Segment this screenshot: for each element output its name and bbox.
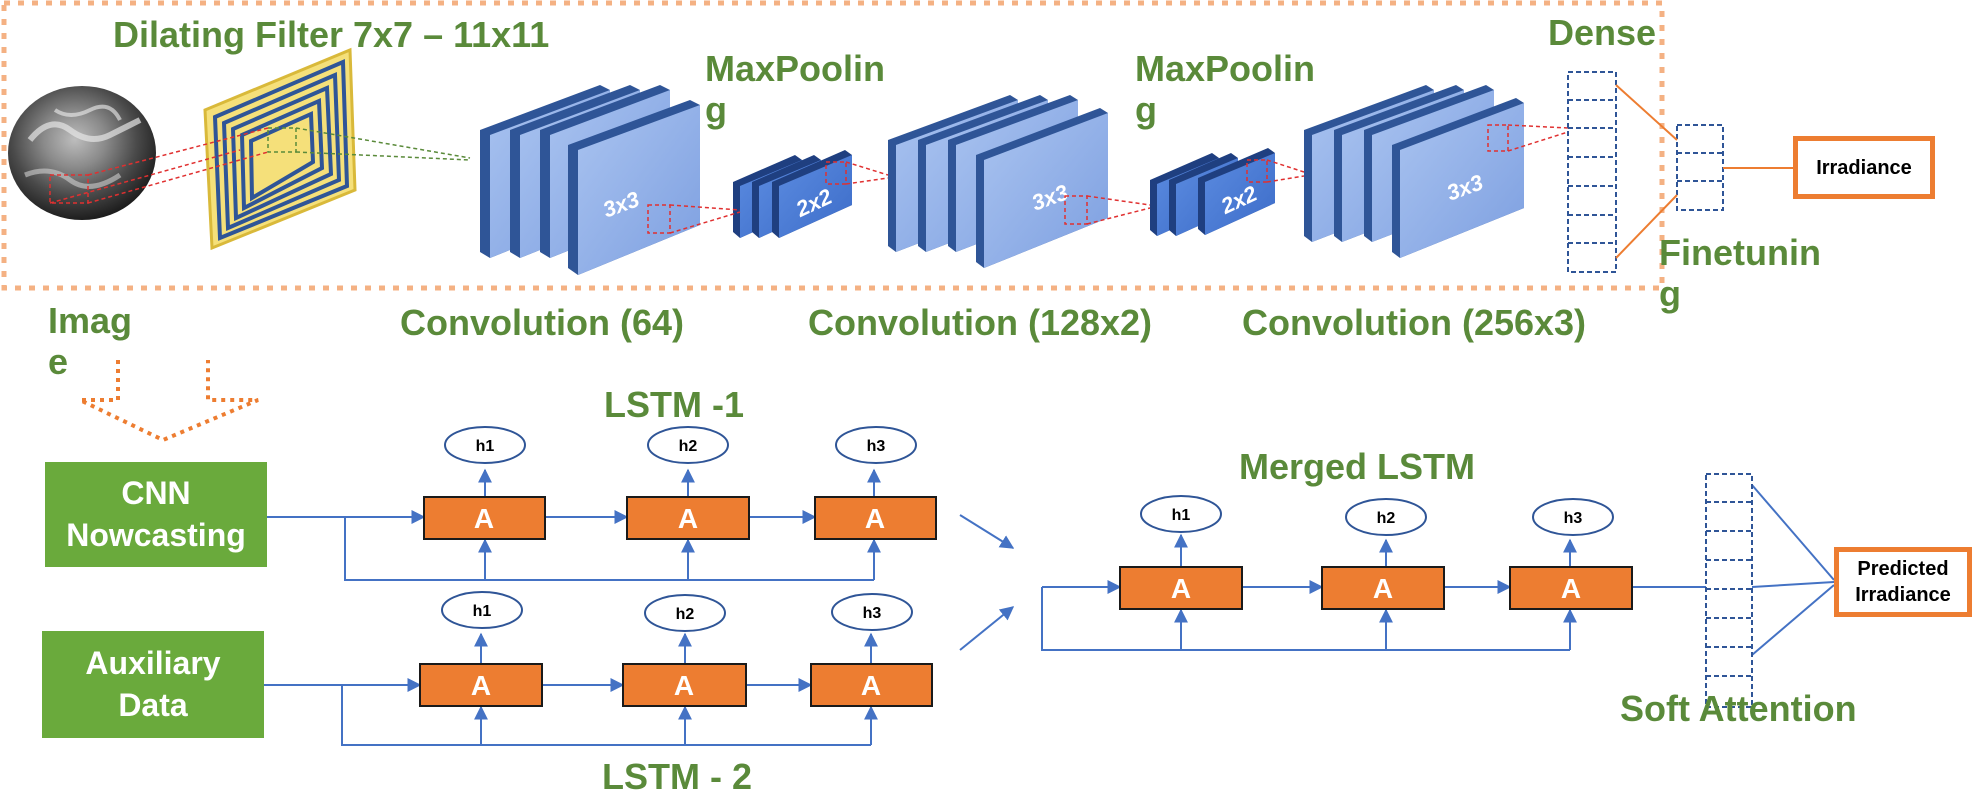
merged-lstm-title: Merged LSTM	[1239, 446, 1476, 487]
svg-text:h2: h2	[676, 606, 695, 623]
hidden-state: h2	[647, 426, 729, 464]
svg-text:h3: h3	[863, 605, 882, 622]
svg-text:A: A	[474, 503, 494, 534]
conv3-stack: 3x3	[1304, 85, 1524, 258]
svg-text:A: A	[678, 503, 698, 534]
cnn-to-lstm-arrow	[79, 360, 259, 443]
hidden-state: h1	[1140, 495, 1222, 533]
lstm1-cells: A A A h1 h2 h3	[423, 426, 937, 540]
svg-text:h2: h2	[1377, 510, 1396, 527]
conv2-label: Convolution (128x2)	[808, 302, 1153, 343]
maxpool1-label: MaxPoolin g	[705, 48, 886, 131]
maxpool2-stack: 2x2	[1150, 148, 1275, 236]
lstm2-cells: A A A h1 h2 h3	[419, 591, 933, 707]
lstm-cell: A	[814, 496, 937, 540]
dense-vector	[1567, 71, 1617, 273]
maxpool2-layer-3	[1198, 148, 1275, 235]
hidden-state: h2	[644, 594, 726, 632]
dilating-filter	[203, 47, 357, 251]
lstm-cell: A	[622, 663, 747, 707]
conv2-layer-4	[976, 108, 1108, 268]
pool1-projection-lines	[669, 161, 889, 234]
svg-text:h3: h3	[1564, 510, 1583, 527]
auxiliary-data-input: Auxiliary Data	[42, 631, 264, 738]
predicted-irradiance-output: Predicted Irradiance	[1834, 547, 1972, 617]
svg-text:A: A	[674, 670, 694, 701]
hidden-state: h2	[1345, 498, 1427, 536]
hidden-state: h3	[1532, 498, 1614, 536]
lstm-cell: A	[1509, 566, 1633, 610]
lstm-connectors	[264, 468, 1835, 746]
lstm-cell: A	[419, 663, 543, 707]
lstm-cell: A	[423, 496, 546, 540]
dilating-filter-title: Dilating Filter 7x7 – 11x11	[113, 14, 550, 55]
conv2-stack: 3x3	[888, 95, 1108, 268]
lstm1-title: LSTM -1	[604, 384, 744, 425]
lstm-cell: A	[810, 663, 933, 707]
image-label: Imag e	[48, 300, 133, 383]
conv3-label: Convolution (256x3)	[1242, 302, 1587, 343]
maxpool1-stack: 2x2	[733, 150, 852, 238]
receptive-field-lines-2	[295, 127, 471, 161]
maxpool1-layer-3	[772, 150, 852, 238]
merged-lstm-cells: A A A h1 h2 h3	[1119, 495, 1633, 610]
irradiance-output: Irradiance	[1793, 136, 1935, 199]
hidden-state: h1	[444, 426, 526, 464]
svg-text:A: A	[471, 670, 491, 701]
svg-text:A: A	[1561, 573, 1581, 604]
svg-text:h1: h1	[1172, 507, 1191, 524]
maxpool2-label: MaxPoolin g	[1135, 48, 1316, 131]
dense-label: Dense	[1548, 12, 1657, 53]
hidden-state: h3	[831, 593, 913, 631]
finetune-vector	[1676, 124, 1724, 211]
finetune-connectors	[1615, 84, 1796, 259]
conv1-stack: 3x3	[480, 85, 700, 275]
svg-text:A: A	[1373, 573, 1393, 604]
svg-text:h3: h3	[867, 438, 886, 455]
soft-attention-vector	[1705, 473, 1753, 708]
hidden-state: h3	[835, 426, 917, 464]
soft-attention-label: Soft Attention	[1620, 688, 1857, 729]
svg-text:h1: h1	[473, 603, 492, 620]
cnn-nowcasting-input: CNN Nowcasting	[45, 462, 267, 567]
lstm-cell: A	[626, 496, 750, 540]
satellite-image	[8, 86, 156, 220]
cnn-region-frame	[1, 0, 1665, 291]
pool2-projection-lines	[1086, 159, 1305, 225]
svg-text:A: A	[861, 670, 881, 701]
lstm-cell: A	[1321, 566, 1445, 610]
svg-text:A: A	[865, 503, 885, 534]
lstm2-title: LSTM - 2	[602, 756, 752, 797]
lstm-cell: A	[1119, 566, 1243, 610]
hidden-state: h1	[441, 591, 523, 629]
svg-text:A: A	[1171, 573, 1191, 604]
finetuning-label: Finetunin g	[1659, 232, 1821, 315]
svg-text:h2: h2	[679, 438, 698, 455]
conv1-label: Convolution (64)	[400, 302, 684, 343]
conv3-layer-4	[1392, 98, 1524, 258]
dense-projection-lines	[1507, 124, 1569, 152]
svg-text:h1: h1	[476, 438, 495, 455]
receptive-field-lines-1	[49, 127, 269, 204]
